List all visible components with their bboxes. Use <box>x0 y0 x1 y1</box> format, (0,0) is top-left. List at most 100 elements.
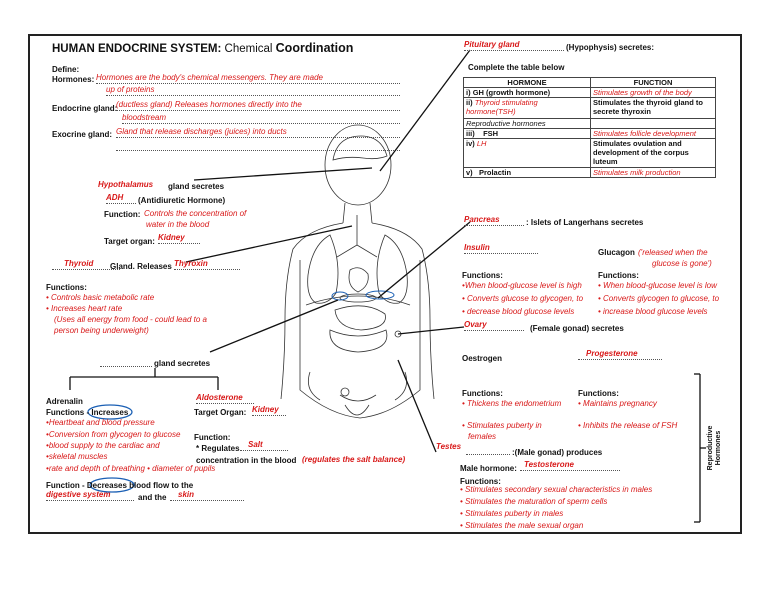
complete-table-instruction: Complete the table below <box>468 63 565 72</box>
row1-hormone: i) GH (growth hormone) <box>463 87 591 98</box>
decrease-skin: skin <box>170 490 244 501</box>
table-row: iii) FSH Stimulates follicle development <box>463 128 716 139</box>
testosterone-function-2: • Stimulates the maturation of sperm cel… <box>460 497 608 506</box>
thyroid-function-1-text: Controls basic metabolic rate <box>51 293 155 302</box>
adh-hormone: ADH <box>106 193 136 204</box>
hypothalamus-secretes: gland secretes <box>168 182 225 191</box>
thyroid-function-2: • Increases heart rate <box>46 304 123 313</box>
regulates-salt: Salt <box>240 440 288 451</box>
glucagon-function-1-text: When blood-glucose level is low <box>603 281 717 290</box>
hormones-label: Hormones: <box>52 75 95 84</box>
adrenalin-increase-3: •blood supply to the cardiac and <box>46 441 160 450</box>
row1-hormone-text: GH (growth hormone) <box>472 88 551 97</box>
aldosterone-hormone: Aldosterone <box>196 393 254 404</box>
thyroid-function-4: person being underweight) <box>54 326 149 335</box>
adrenalin-increase-1-text: Heartbeat and blood pressure <box>48 418 155 427</box>
male-gonad-text: :(Male gonad) produces <box>512 448 603 457</box>
salt-balance-note: (regulates the salt balance) <box>302 455 406 464</box>
oestrogen-functions-label: Functions: <box>462 389 503 398</box>
progesterone-function-1-text: Maintains pregnancy <box>583 399 657 408</box>
title-mid: Chemical <box>224 43 273 55</box>
title-main: HUMAN ENDOCRINE SYSTEM: <box>52 43 222 55</box>
progesterone-function-2-text: Inhibits the release of FSH <box>583 421 678 430</box>
aldosterone-function-label: Function: <box>194 433 231 442</box>
glucagon-function-2-text: Converts glycogen to glucose, to <box>603 294 720 303</box>
endocrine-definition-line1: (ductless gland) Releases hormones direc… <box>116 100 400 111</box>
progesterone-functions-label: Functions: <box>578 389 619 398</box>
aldosterone-target-label: Target Organ: <box>194 408 247 417</box>
testosterone-function-3-text: Stimulates puberty in males <box>465 509 564 518</box>
glucagon-function-3-text: increase blood glucose levels <box>603 307 708 316</box>
row2-hormone: ii) Thyroid stimulating hormone(TSH) <box>463 97 591 119</box>
row3-section: Reproductive hormones <box>463 118 591 129</box>
oestrogen-function-3: females <box>468 432 497 441</box>
regulates-text: * Regulates <box>196 444 240 453</box>
worksheet-border <box>28 34 742 534</box>
and-the-text: and the <box>138 493 167 502</box>
adrenalin-increase-6-text: diameter of pupils <box>152 464 216 473</box>
row6-function: Stimulates milk production <box>590 167 716 178</box>
islets-of-langerhans: : Islets of Langerhans secretes <box>526 218 644 227</box>
adrenal-gland-secretes: gland secretes <box>154 359 211 368</box>
glucagon-hormone: Glucagon <box>598 248 635 257</box>
adrenalin-label: Adrenalin <box>46 397 83 406</box>
thyroid-function-3: (Uses all energy from food - could lead … <box>54 315 207 324</box>
progesterone-function-2: • Inhibits the release of FSH <box>578 421 678 430</box>
glucagon-functions-label: Functions: <box>598 271 639 280</box>
table-row: Reproductive hormones <box>463 118 716 129</box>
define-label: Define: <box>52 65 80 74</box>
insulin-function-3-text: decrease blood glucose levels <box>467 307 575 316</box>
increases-word: Increases <box>91 408 129 417</box>
aldosterone-target-organ: Kidney <box>252 405 286 416</box>
testosterone-function-4-text: Stimulates the male sexual organ <box>465 521 584 530</box>
pituitary-name: Pituitary gland <box>464 40 564 51</box>
row3-empty <box>590 118 716 129</box>
row1-function: Stimulates growth of the body <box>590 87 716 98</box>
adrenalin-increase-4-text: skeletal muscles <box>48 452 108 461</box>
row2-hormone-text: Thyroid stimulating hormone(TSH) <box>466 98 538 116</box>
adrenalin-increase-2: •Conversion from glycogen to glucose <box>46 430 181 439</box>
table-row: i) GH (growth hormone) Stimulates growth… <box>463 87 716 98</box>
exocrine-label: Exocrine gland: <box>52 130 113 139</box>
thyroid-name: Thyroid <box>52 259 120 270</box>
table-row: ii) Thyroid stimulating hormone(TSH) Sti… <box>463 97 716 119</box>
row1-num: i) <box>466 88 471 97</box>
reproductive-hormones-label: Reproductive Hormones <box>707 425 722 471</box>
testes-blank <box>466 446 510 455</box>
pituitary-hypophysis: (Hypophysis) secretes: <box>566 43 655 52</box>
progesterone-hormone: Progesterone <box>578 349 662 360</box>
row6-hormone: v) Prolactin <box>463 167 591 178</box>
exocrine-definition: Gland that release discharges (juices) i… <box>116 127 400 138</box>
column-function: FUNCTION <box>590 77 716 88</box>
glucagon-function-1: • When blood-glucose level is low <box>598 281 717 290</box>
blood-flow-text: blood flow to the <box>129 481 194 490</box>
exocrine-blank-line <box>116 142 400 151</box>
hormones-definition-line2: up of proteins <box>106 85 400 96</box>
row2-function: Stimulates the thyroid gland to secrete … <box>590 97 716 119</box>
oestrogen-function-1: • Thickens the endometrium <box>462 399 562 408</box>
adrenalin-functions: Functions - Increases <box>46 408 128 418</box>
oestrogen-function-2: • Stimulates puberty in <box>462 421 542 430</box>
row6-hormone-text: Prolactin <box>478 168 512 177</box>
page-title: HUMAN ENDOCRINE SYSTEM: Chemical Coordin… <box>52 42 353 56</box>
decreases-word: Decreases <box>86 481 127 490</box>
column-hormone: HORMONE <box>463 77 591 88</box>
pancreas-name: Pancreas <box>464 215 524 226</box>
endocrine-label: Endocrine gland: <box>52 104 118 113</box>
oestrogen-function-2-text: Stimulates puberty in <box>467 421 542 430</box>
adrenalin-decrease: Function - Decreases blood flow to the <box>46 481 193 491</box>
thyroid-hormone: Thyroxin <box>174 259 240 270</box>
hypothalamus-target-organ: Kidney <box>158 233 200 244</box>
hypothalamus-function-line2: water in the blood <box>146 220 210 229</box>
testosterone-function-1-text: Stimulates secondary sexual characterist… <box>465 485 653 494</box>
insulin-hormone: Insulin <box>464 243 538 254</box>
glucagon-note-line1: ('released when the <box>638 248 708 257</box>
adrenalin-increase-1: •Heartbeat and blood pressure <box>46 418 155 427</box>
testosterone-hormone: Testosterone <box>520 460 620 471</box>
hypothalamus-name: Hypothalamus <box>98 180 154 189</box>
thyroid-function-2-text: Increases heart rate <box>51 304 123 313</box>
row4-hormone: iii) FSH <box>463 128 591 139</box>
insulin-function-1: •When blood-glucose level is high <box>462 281 582 290</box>
adrenalin-increase-3-text: blood supply to the cardiac and <box>48 441 160 450</box>
title-end: Coordination <box>275 41 354 55</box>
